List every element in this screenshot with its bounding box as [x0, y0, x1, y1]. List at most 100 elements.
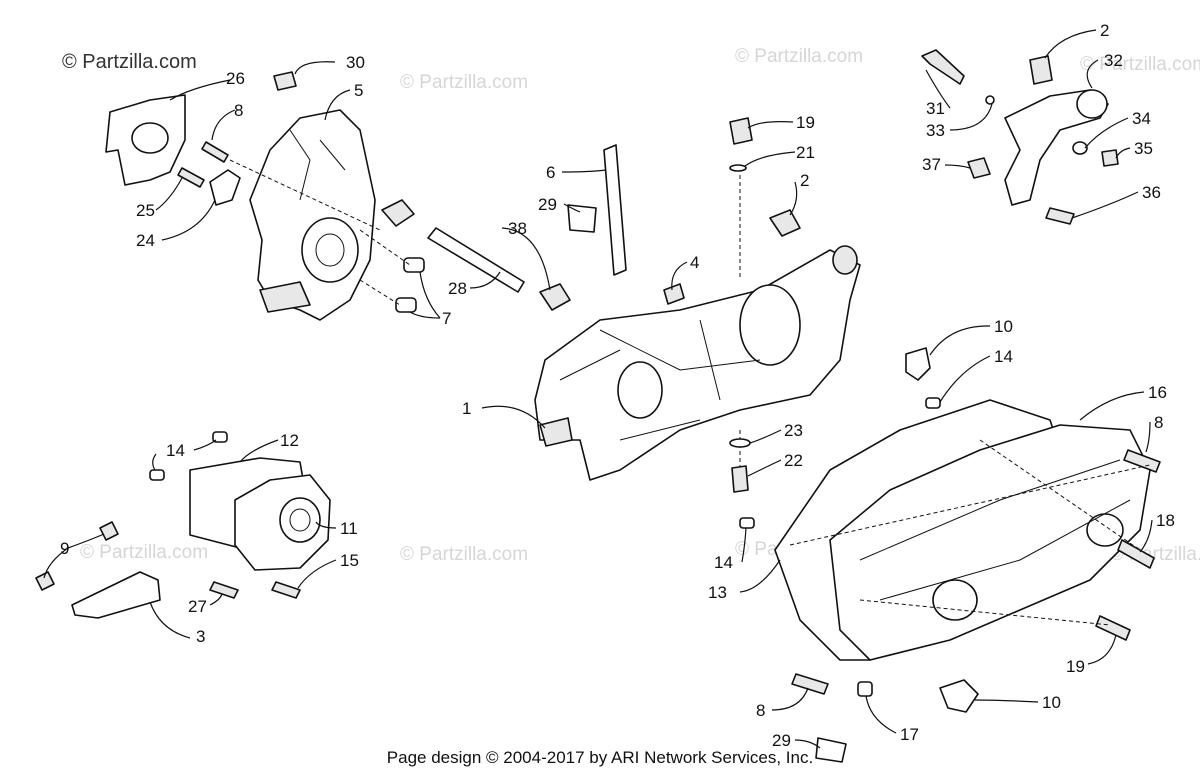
callout-31: 31 [926, 99, 945, 118]
bushing [769, 209, 801, 237]
dowel-pin [925, 397, 941, 409]
dowel-pin [857, 681, 873, 697]
callout-30: 30 [346, 53, 365, 72]
dowel-pin [739, 517, 755, 529]
callout-18: 18 [1156, 511, 1175, 530]
bolt [1095, 615, 1131, 641]
callout-14: 14 [166, 441, 185, 460]
mount-bushing [1076, 89, 1108, 119]
clip [567, 204, 597, 233]
crankcase-boss [832, 245, 858, 275]
callout-11: 11 [340, 519, 358, 538]
dowel-pin [212, 431, 228, 443]
callout-19: 19 [1066, 657, 1085, 676]
dowel-pin [395, 297, 417, 313]
callout-29: 29 [772, 731, 791, 750]
page-footer: Page design © 2004-2017 by ARI Network S… [386, 748, 814, 767]
callout-2: 2 [1100, 21, 1109, 40]
callout-24: 24 [136, 231, 155, 250]
bushing [539, 283, 571, 311]
callout-13: 13 [708, 583, 727, 602]
cover-boss [932, 579, 978, 621]
callout-23: 23 [784, 421, 803, 440]
clip [815, 737, 847, 763]
callout-6: 6 [546, 163, 555, 182]
bolt [1123, 449, 1161, 473]
bearing-bore [301, 217, 359, 283]
gasket-hole [131, 122, 169, 154]
callout-8: 8 [756, 701, 765, 720]
callout-34: 34 [1132, 109, 1151, 128]
bushing [381, 199, 415, 227]
watermark-main: © Partzilla.com [62, 51, 197, 73]
callout-27: 27 [188, 597, 207, 616]
watermark-faint: © Partzilla.com [1080, 54, 1200, 75]
bolt [1117, 539, 1155, 569]
plug [273, 71, 297, 91]
bolt [177, 167, 205, 188]
callout-29: 29 [538, 195, 557, 214]
callout-36: 36 [1142, 183, 1161, 202]
callout-4: 4 [690, 253, 699, 272]
callout-8: 8 [234, 101, 243, 120]
callout-20: 19 [796, 113, 815, 132]
breather-tube [603, 144, 627, 276]
callout-38: 38 [508, 219, 527, 238]
callout-7: 7 [442, 309, 451, 328]
bushing [1029, 55, 1053, 85]
washer [729, 438, 751, 448]
bolt [731, 465, 749, 493]
callout-10: 10 [1042, 693, 1061, 712]
callout-35: 35 [1134, 139, 1153, 158]
shaft [427, 227, 525, 293]
crankcase-bore [739, 284, 801, 366]
callout-3: 3 [196, 627, 205, 646]
callout-1: 1 [462, 399, 471, 418]
callout-12: 12 [280, 431, 299, 450]
nut [967, 157, 991, 179]
crankcase-main [534, 249, 861, 481]
screw [99, 521, 119, 541]
plug [729, 117, 753, 145]
crankcase-lug [539, 417, 573, 447]
callout-28: 28 [448, 279, 467, 298]
bolt [209, 581, 239, 599]
watermark-faint: © Partzilla.com [400, 72, 528, 93]
callout-14: 14 [994, 347, 1013, 366]
clutch-cover [829, 424, 1151, 661]
callout-17: 17 [900, 725, 919, 744]
crankcase-bore [617, 361, 663, 419]
callout-33: 33 [926, 121, 945, 140]
dowel-pin [149, 469, 165, 481]
nut [1101, 149, 1119, 167]
fitting [663, 283, 685, 305]
o-ring [985, 95, 995, 105]
bolt [791, 673, 829, 695]
bolt [201, 141, 229, 163]
callout-5: 5 [354, 81, 363, 100]
screw [35, 571, 55, 591]
callout-9: 9 [60, 539, 69, 558]
callout-10: 10 [994, 317, 1013, 336]
guard-plate [71, 571, 161, 619]
bolt [271, 581, 301, 599]
washer [729, 164, 747, 172]
callout-22: 22 [784, 451, 803, 470]
callout-8: 8 [1154, 413, 1163, 432]
clamp [905, 347, 931, 381]
bolt [921, 49, 965, 85]
watermark-faint: © Partzilla.com [400, 544, 528, 565]
clamp [939, 679, 979, 713]
callout-32: 32 [1104, 51, 1123, 70]
housing-foot [259, 281, 311, 313]
engine-mount-bracket [1004, 89, 1109, 206]
watermark-faint: © Partzilla.com [80, 542, 208, 563]
dowel-pin [403, 257, 425, 273]
callout-37: 37 [922, 155, 941, 174]
bolt [1045, 207, 1075, 225]
washer [1072, 141, 1088, 155]
watermark-faint: © Partzilla.com [735, 46, 863, 67]
callout-16: 16 [1148, 383, 1167, 402]
cover-boss [1086, 513, 1124, 547]
